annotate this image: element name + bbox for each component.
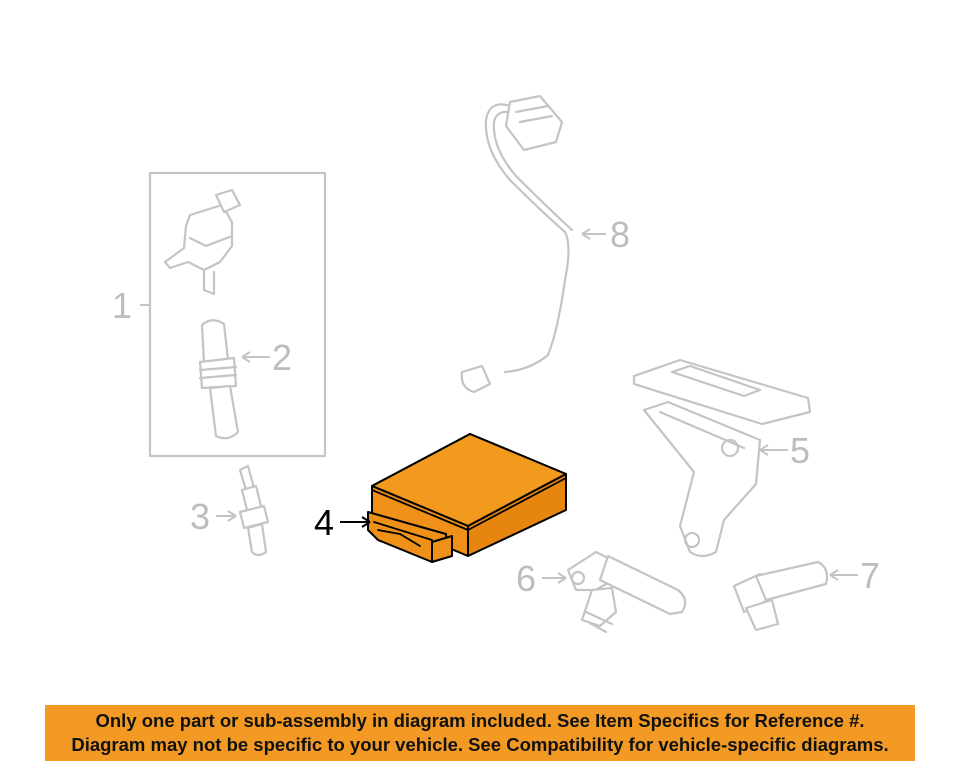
leader-5	[759, 444, 788, 456]
leader-2	[241, 351, 270, 363]
part-1-sensor-head	[163, 188, 242, 296]
notice-banner: Only one part or sub-assembly in diagram…	[45, 705, 915, 761]
part-1-group-box	[148, 171, 327, 458]
callout-6: 6	[516, 558, 536, 599]
part-5-bracket	[632, 358, 812, 558]
notice-line-1: Only one part or sub-assembly in diagram…	[95, 710, 865, 731]
part-3-sensor	[238, 464, 270, 557]
part-7-sensor	[732, 560, 829, 632]
leader-4	[340, 516, 371, 528]
leader-7	[829, 569, 858, 581]
parts-diagram: 1 2 3 4 5 6 7 8	[112, 94, 880, 634]
part-2-sensor	[198, 319, 240, 440]
callout-7: 7	[860, 555, 880, 596]
callout-8: 8	[610, 214, 630, 255]
part-6-sensor	[566, 550, 687, 634]
callout-4: 4	[314, 502, 334, 543]
callout-3: 3	[190, 496, 210, 537]
callout-5: 5	[790, 430, 810, 471]
callout-2: 2	[272, 337, 292, 378]
leader-3	[216, 510, 237, 522]
notice-line-2: Diagram may not be specific to your vehi…	[71, 734, 889, 755]
callout-1: 1	[112, 285, 132, 326]
part-8-harness	[460, 94, 574, 394]
leader-8	[581, 228, 606, 240]
leader-6	[542, 572, 567, 584]
part-4-module	[367, 433, 567, 563]
